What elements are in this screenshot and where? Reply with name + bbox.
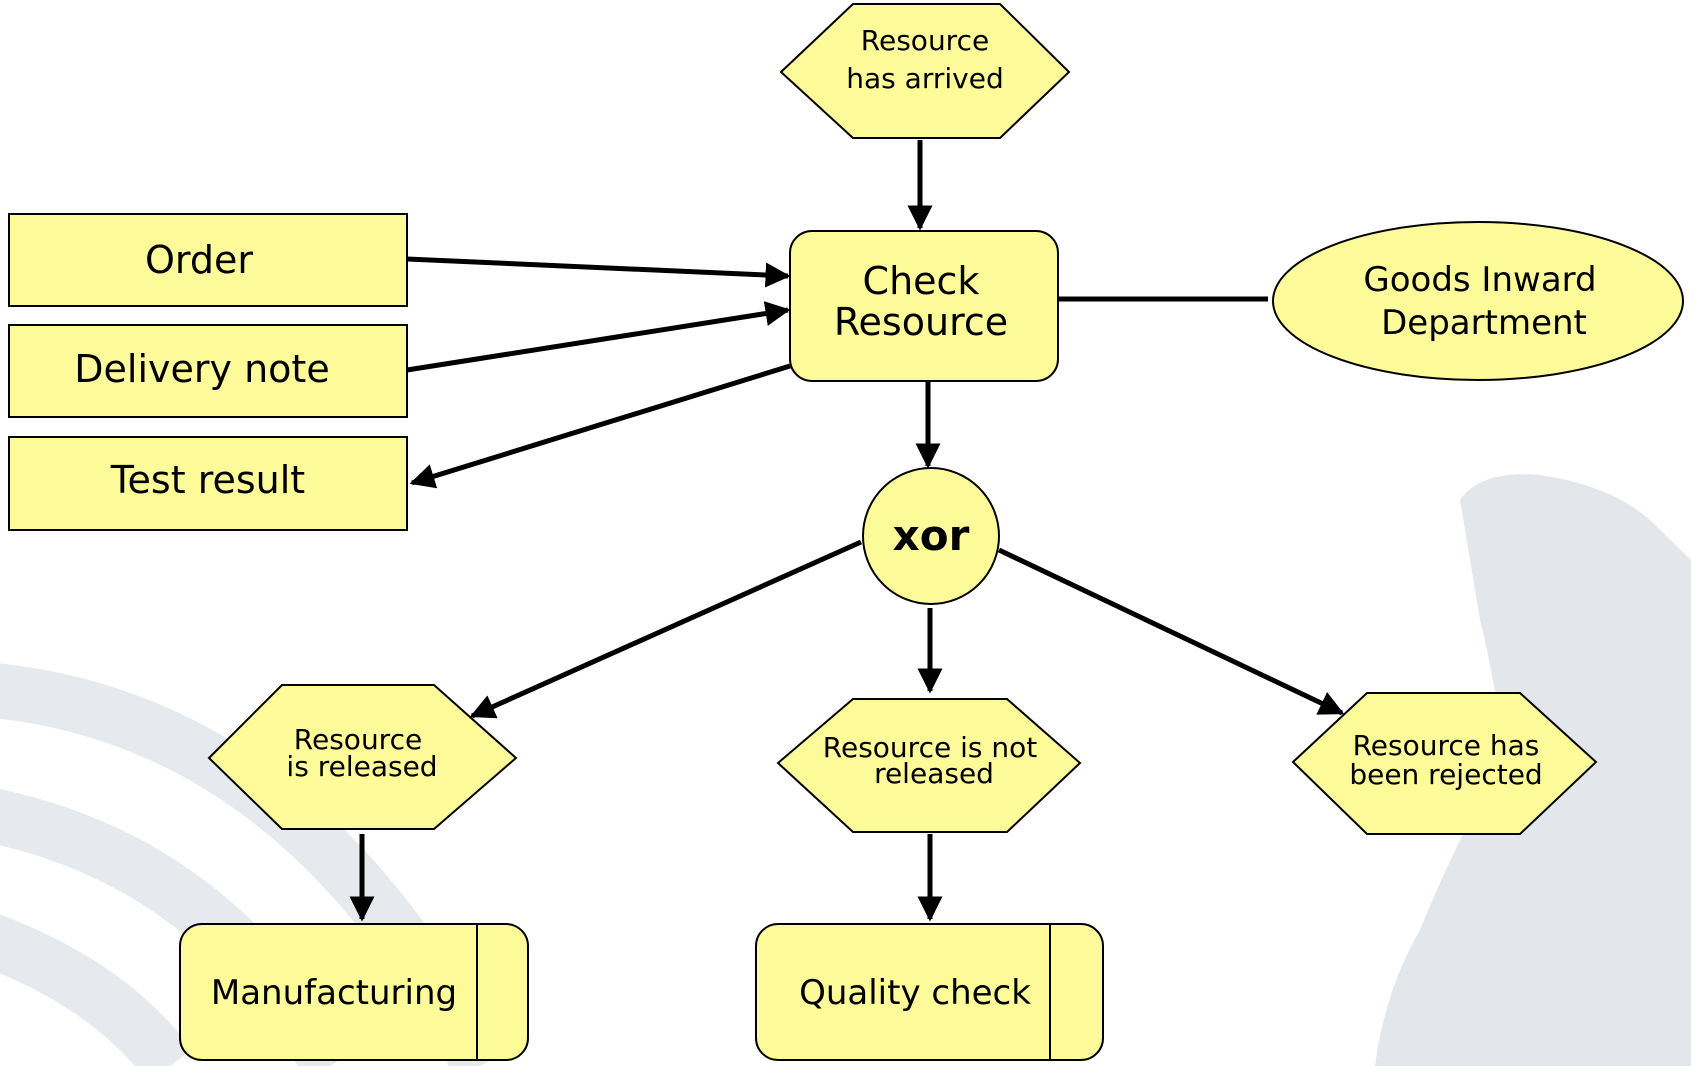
- info-label: Delivery note: [74, 347, 329, 391]
- process-box: [179, 923, 529, 1061]
- event-label-line2: has arrived: [846, 62, 1003, 95]
- event-resource-arrived[interactable]: Resource has arrived: [779, 3, 1071, 139]
- event-label-line1: Resource is not: [823, 731, 1037, 764]
- edge-xor-to-rejected: [997, 547, 1345, 716]
- event-hexagon: [776, 698, 1082, 833]
- connections: [349, 140, 1345, 922]
- event-resource-not-released[interactable]: Resource is not released: [776, 698, 1082, 833]
- info-box: [8, 324, 408, 418]
- edge-xor-to-released: [469, 539, 863, 719]
- event-label-line1: Resource: [294, 723, 422, 756]
- edge-delivery-to-check: [406, 301, 791, 373]
- process-quality-check[interactable]: Quality check: [755, 923, 1104, 1061]
- event-hexagon: [779, 3, 1071, 139]
- event-label-line2: is released: [286, 750, 437, 783]
- event-label-line2: released: [874, 757, 994, 790]
- function-box: [789, 230, 1059, 382]
- xor-circle: [862, 467, 1000, 605]
- event-resource-rejected[interactable]: Resource has been rejected: [1291, 692, 1598, 835]
- event-hexagon: [207, 684, 518, 830]
- event-hexagon: [1291, 692, 1598, 835]
- event-resource-released[interactable]: Resource is released: [207, 684, 518, 830]
- process-label: Quality check: [799, 973, 1031, 1013]
- connector-xor[interactable]: xor: [862, 467, 1000, 605]
- event-label-line2: been rejected: [1349, 758, 1542, 791]
- info-order[interactable]: Order: [8, 213, 408, 307]
- process-manufacturing[interactable]: Manufacturing: [179, 923, 529, 1061]
- edge-check-to-test-result: [409, 363, 791, 489]
- org-ellipse: [1272, 221, 1684, 381]
- org-label-line1: Goods Inward: [1363, 260, 1596, 300]
- function-label-line2: Resource: [834, 300, 1008, 344]
- edge-order-to-check: [406, 256, 791, 288]
- process-box: [755, 923, 1104, 1061]
- org-label-line2: Department: [1381, 303, 1587, 343]
- xor-label: xor: [893, 511, 970, 560]
- info-test-result[interactable]: Test result: [8, 436, 408, 531]
- function-check-resource[interactable]: Check Resource: [789, 230, 1059, 382]
- info-box: [8, 436, 408, 531]
- function-label-line1: Check: [863, 259, 980, 303]
- info-box: [8, 213, 408, 307]
- info-label: Order: [145, 238, 253, 282]
- event-label-line1: Resource: [861, 24, 989, 57]
- info-delivery-note[interactable]: Delivery note: [8, 324, 408, 418]
- info-label: Test result: [110, 458, 305, 502]
- event-label-line1: Resource has: [1353, 729, 1540, 762]
- decorative-arc-inner: [0, 914, 193, 1066]
- org-goods-inward[interactable]: Goods Inward Department: [1272, 221, 1684, 381]
- process-label: Manufacturing: [211, 973, 457, 1013]
